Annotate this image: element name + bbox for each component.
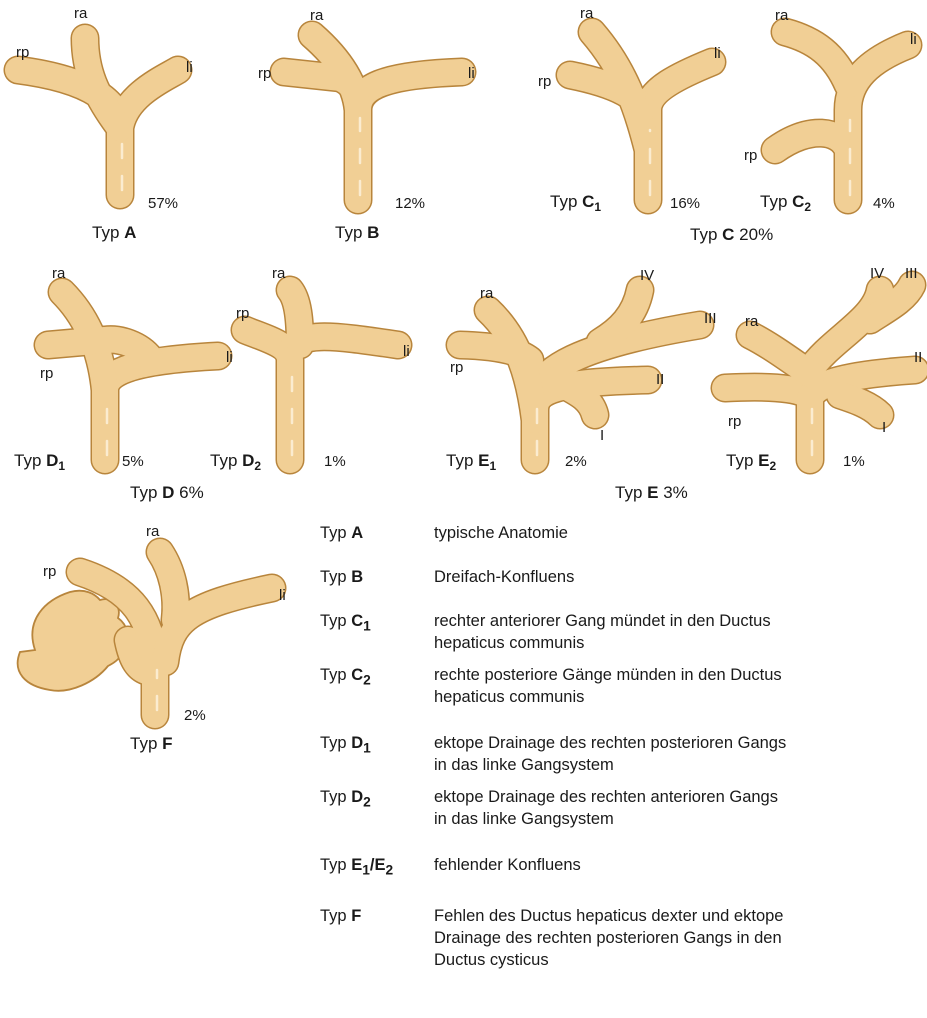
label-ra: ra <box>580 5 594 22</box>
label-I: I <box>600 427 604 444</box>
label-rp: rp <box>744 147 757 164</box>
legend-desc: Fehlen des Ductus hepaticus dexter und e… <box>434 905 920 971</box>
diagram-type-d2: ra rp li 1% Typ D2 <box>210 265 410 473</box>
diagram-type-c2: ra rp li 4% Typ C2 <box>744 7 917 214</box>
legend-desc: typische Anatomie <box>434 522 920 544</box>
pct-type-f: 2% <box>184 707 206 724</box>
legend-row-d2: Typ D2 ektope Drainage des rechten anter… <box>320 786 920 830</box>
legend-desc: fehlender Konfluens <box>434 854 920 881</box>
diagram-type-e1: ra rp IV III II I 2% Typ E1 <box>446 267 717 473</box>
legend-desc: rechter anteriorer Gang mündet in den Du… <box>434 610 920 654</box>
label-II: II <box>914 349 922 366</box>
pct-type-c1: 16% <box>670 195 700 212</box>
caption-type-e2: Typ E2 <box>726 451 776 473</box>
label-li: li <box>279 587 286 604</box>
legend-desc: Dreifach-Konfluens <box>434 566 920 588</box>
legend-desc: rechte posteriore Gänge münden in den Du… <box>434 664 920 708</box>
group-caption-d: Typ D 6% <box>130 483 204 502</box>
label-li: li <box>910 31 917 48</box>
legend-row-a: Typ A typische Anatomie <box>320 522 920 544</box>
legend-key: Typ D2 <box>320 786 434 830</box>
label-li: li <box>186 59 193 76</box>
legend-key: Typ E1/E2 <box>320 854 434 881</box>
label-rp: rp <box>728 413 741 430</box>
label-II: II <box>656 371 664 388</box>
legend-key: Typ A <box>320 522 434 544</box>
label-ra: ra <box>310 7 324 24</box>
pct-type-d1: 5% <box>122 453 144 470</box>
caption-type-d2: Typ D2 <box>210 451 261 473</box>
legend: Typ A typische Anatomie Typ B Dreifach-K… <box>320 522 920 971</box>
pct-type-a: 57% <box>148 195 178 212</box>
label-rp: rp <box>40 365 53 382</box>
pct-type-e2: 1% <box>843 453 865 470</box>
pct-type-e1: 2% <box>565 453 587 470</box>
diagram-type-d1: ra rp li 5% Typ D1 <box>14 265 233 473</box>
caption-type-c1: Typ C1 <box>550 192 601 214</box>
legend-row-c2: Typ C2 rechte posteriore Gänge münden in… <box>320 664 920 708</box>
legend-key: Typ F <box>320 905 434 971</box>
legend-row-b: Typ B Dreifach-Konfluens <box>320 566 920 588</box>
label-ra: ra <box>146 523 160 540</box>
label-IV: IV <box>640 267 654 284</box>
group-caption-c: Typ C 20% <box>690 225 773 244</box>
caption-type-f: Typ F <box>130 734 173 753</box>
legend-key-e1-e2: E1/E2 <box>351 856 393 874</box>
label-ra: ra <box>272 265 286 282</box>
legend-row-f: Typ F Fehlen des Ductus hepaticus dexter… <box>320 905 920 971</box>
label-li: li <box>226 349 233 366</box>
legend-key: Typ C2 <box>320 664 434 708</box>
label-ra: ra <box>52 265 66 282</box>
diagram-type-f: ra rp li 2% Typ F <box>18 523 286 753</box>
diagram-type-e2: ra rp IV III II I 1% Typ E2 <box>725 265 922 473</box>
label-IV: IV <box>870 265 884 282</box>
group-caption-e: Typ E 3% <box>615 483 688 502</box>
legend-key: Typ C1 <box>320 610 434 654</box>
legend-row-c1: Typ C1 rechter anteriorer Gang mündet in… <box>320 610 920 654</box>
pct-type-d2: 1% <box>324 453 346 470</box>
gallbladder-shape <box>18 591 128 691</box>
label-rp: rp <box>258 65 271 82</box>
label-rp: rp <box>450 359 463 376</box>
label-rp: rp <box>236 305 249 322</box>
label-rp: rp <box>43 563 56 580</box>
diagram-type-c1: ra rp li 16% Typ C1 <box>538 5 721 214</box>
pct-type-c2: 4% <box>873 195 895 212</box>
legend-desc: ektope Drainage des rechten posterioren … <box>434 732 920 776</box>
legend-row-e: Typ E1/E2 fehlender Konfluens <box>320 854 920 881</box>
legend-key: Typ D1 <box>320 732 434 776</box>
caption-type-c2: Typ C2 <box>760 192 811 214</box>
label-I: I <box>882 419 886 436</box>
caption-type-a: Typ A <box>92 223 136 242</box>
label-ra: ra <box>775 7 789 24</box>
label-rp: rp <box>538 73 551 90</box>
label-li: li <box>468 65 475 82</box>
caption-type-b: Typ B <box>335 223 379 242</box>
pct-type-b: 12% <box>395 195 425 212</box>
label-ra: ra <box>480 285 494 302</box>
diagram-type-a: ra rp li 57% Typ A <box>16 5 193 242</box>
label-ra: ra <box>74 5 88 22</box>
legend-row-d1: Typ D1 ektope Drainage des rechten poste… <box>320 732 920 776</box>
label-III: III <box>704 310 717 327</box>
label-li: li <box>403 343 410 360</box>
label-ra: ra <box>745 313 759 330</box>
label-rp: rp <box>16 44 29 61</box>
legend-key: Typ B <box>320 566 434 588</box>
diagram-type-b: ra rp li 12% Typ B <box>258 7 475 242</box>
caption-type-d1: Typ D1 <box>14 451 65 473</box>
label-li: li <box>714 45 721 62</box>
label-III: III <box>905 265 918 282</box>
legend-desc: ektope Drainage des rechten anterioren G… <box>434 786 920 830</box>
caption-type-e1: Typ E1 <box>446 451 496 473</box>
